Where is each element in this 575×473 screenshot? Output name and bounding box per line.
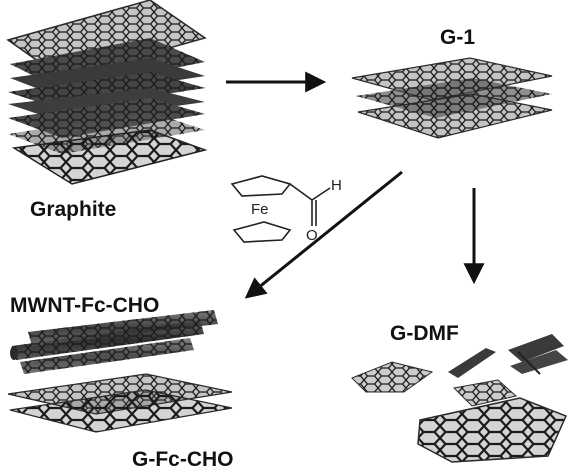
cyclopentadienyl-ring-top <box>230 175 292 197</box>
arrow-g1-to-mwnt <box>244 170 403 299</box>
gdmf-flake <box>351 361 434 393</box>
nanotube-bundle <box>10 310 218 374</box>
g1-sheet <box>357 93 553 139</box>
nanotube <box>20 338 194 374</box>
gdmf-flake <box>448 348 496 378</box>
label-graphite: Graphite <box>30 198 116 221</box>
ferrocene-molecule: Fe H O <box>230 175 342 244</box>
molecule-h: H <box>331 177 342 194</box>
cyclopentadienyl-ring-bottom <box>232 221 292 243</box>
gdmf-flake <box>417 397 568 463</box>
gdmf-flakes <box>351 334 568 463</box>
label-g1: G-1 <box>440 26 475 49</box>
g1-stack <box>351 57 553 139</box>
label-g-dmf: G-DMF <box>390 322 459 345</box>
label-g-fc-cho: G-Fc-CHO <box>132 448 234 471</box>
nanotube <box>28 310 218 346</box>
gdmf-flake <box>508 334 568 375</box>
graphite-stack <box>6 0 208 185</box>
molecule-fe: Fe <box>251 201 269 218</box>
graphite-sheet <box>11 129 208 185</box>
molecule-o: O <box>306 227 318 244</box>
g-fc-cho-sheet <box>9 389 233 433</box>
g-fc-cho-sheets <box>7 373 233 433</box>
gdmf-flake <box>452 379 518 407</box>
label-mwnt: MWNT-Fc-CHO <box>10 294 159 317</box>
